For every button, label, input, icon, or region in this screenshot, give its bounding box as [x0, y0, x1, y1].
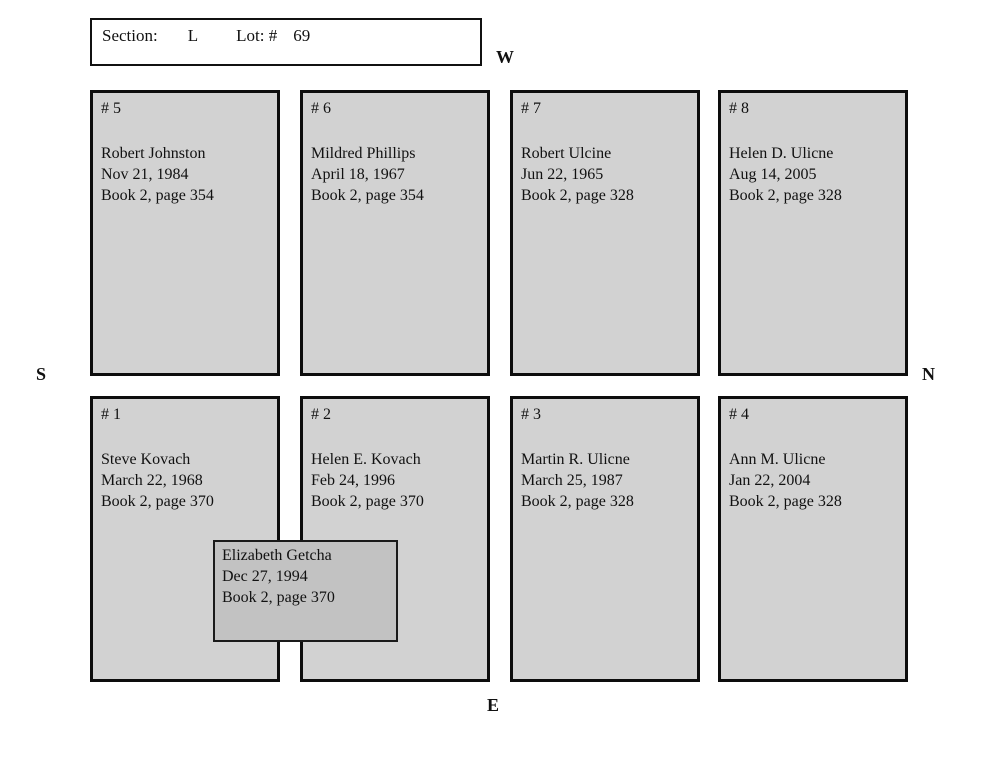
plot-occupant-name: Mildred Phillips	[311, 145, 416, 162]
plot-book-ref: Book 2, page 328	[729, 187, 842, 204]
plot-number: # 6	[311, 100, 331, 117]
plot-number: # 2	[311, 406, 331, 423]
plot-number: # 1	[101, 406, 121, 423]
plot-book-ref: Book 2, page 354	[311, 187, 424, 204]
plot-book-ref: Book 2, page 370	[311, 493, 424, 510]
plot-date: Feb 24, 1996	[311, 472, 395, 489]
plot-book-ref: Book 2, page 328	[521, 187, 634, 204]
plot-occupant-name: Helen E. Kovach	[311, 451, 421, 468]
compass-west: W	[496, 47, 514, 67]
plot-number: # 8	[729, 100, 749, 117]
plot-box-1: # 1 Steve Kovach March 22, 1968 Book 2, …	[90, 396, 280, 682]
overlay-date: Dec 27, 1994	[222, 568, 308, 585]
plot-box-7: # 7 Robert Ulcine Jun 22, 1965 Book 2, p…	[510, 90, 700, 376]
section-value: L	[187, 26, 199, 45]
section-label: Section:	[102, 26, 158, 45]
plot-box-3: # 3 Martin R. Ulicne March 25, 1987 Book…	[510, 396, 700, 682]
plot-occupant-name: Helen D. Ulicne	[729, 145, 834, 162]
plot-box-8: # 8 Helen D. Ulicne Aug 14, 2005 Book 2,…	[718, 90, 908, 376]
lot-value: 69	[293, 26, 311, 45]
plot-date: Nov 21, 1984	[101, 166, 189, 183]
plot-book-ref: Book 2, page 370	[101, 493, 214, 510]
plot-number: # 4	[729, 406, 749, 423]
plot-occupant-name: Martin R. Ulicne	[521, 451, 630, 468]
overlay-interment-box: Elizabeth Getcha Dec 27, 1994 Book 2, pa…	[213, 540, 398, 642]
plot-box-4: # 4 Ann M. Ulicne Jan 22, 2004 Book 2, p…	[718, 396, 908, 682]
plot-box-6: # 6 Mildred Phillips April 18, 1967 Book…	[300, 90, 490, 376]
plot-occupant-name: Steve Kovach	[101, 451, 191, 468]
plot-book-ref: Book 2, page 354	[101, 187, 214, 204]
lot-info-box: Section: L Lot: # 69	[90, 18, 482, 66]
plot-number: # 7	[521, 100, 541, 117]
compass-east: E	[487, 695, 500, 715]
lot-label: Lot: #	[236, 26, 278, 45]
plot-date: March 22, 1968	[101, 472, 203, 489]
compass-south: S	[36, 364, 47, 384]
plot-box-5: # 5 Robert Johnston Nov 21, 1984 Book 2,…	[90, 90, 280, 376]
plot-number: # 3	[521, 406, 541, 423]
plot-occupant-name: Robert Ulcine	[521, 145, 612, 162]
plot-occupant-name: Robert Johnston	[101, 145, 206, 162]
plot-date: April 18, 1967	[311, 166, 405, 183]
plot-book-ref: Book 2, page 328	[729, 493, 842, 510]
overlay-occupant-name: Elizabeth Getcha	[222, 547, 332, 564]
compass-north: N	[922, 364, 935, 384]
plot-date: March 25, 1987	[521, 472, 623, 489]
plot-book-ref: Book 2, page 328	[521, 493, 634, 510]
plot-date: Jan 22, 2004	[729, 472, 811, 489]
plot-number: # 5	[101, 100, 121, 117]
overlay-book-ref: Book 2, page 370	[222, 589, 335, 606]
plot-date: Jun 22, 1965	[521, 166, 604, 183]
plot-occupant-name: Ann M. Ulicne	[729, 451, 826, 468]
plot-date: Aug 14, 2005	[729, 166, 817, 183]
